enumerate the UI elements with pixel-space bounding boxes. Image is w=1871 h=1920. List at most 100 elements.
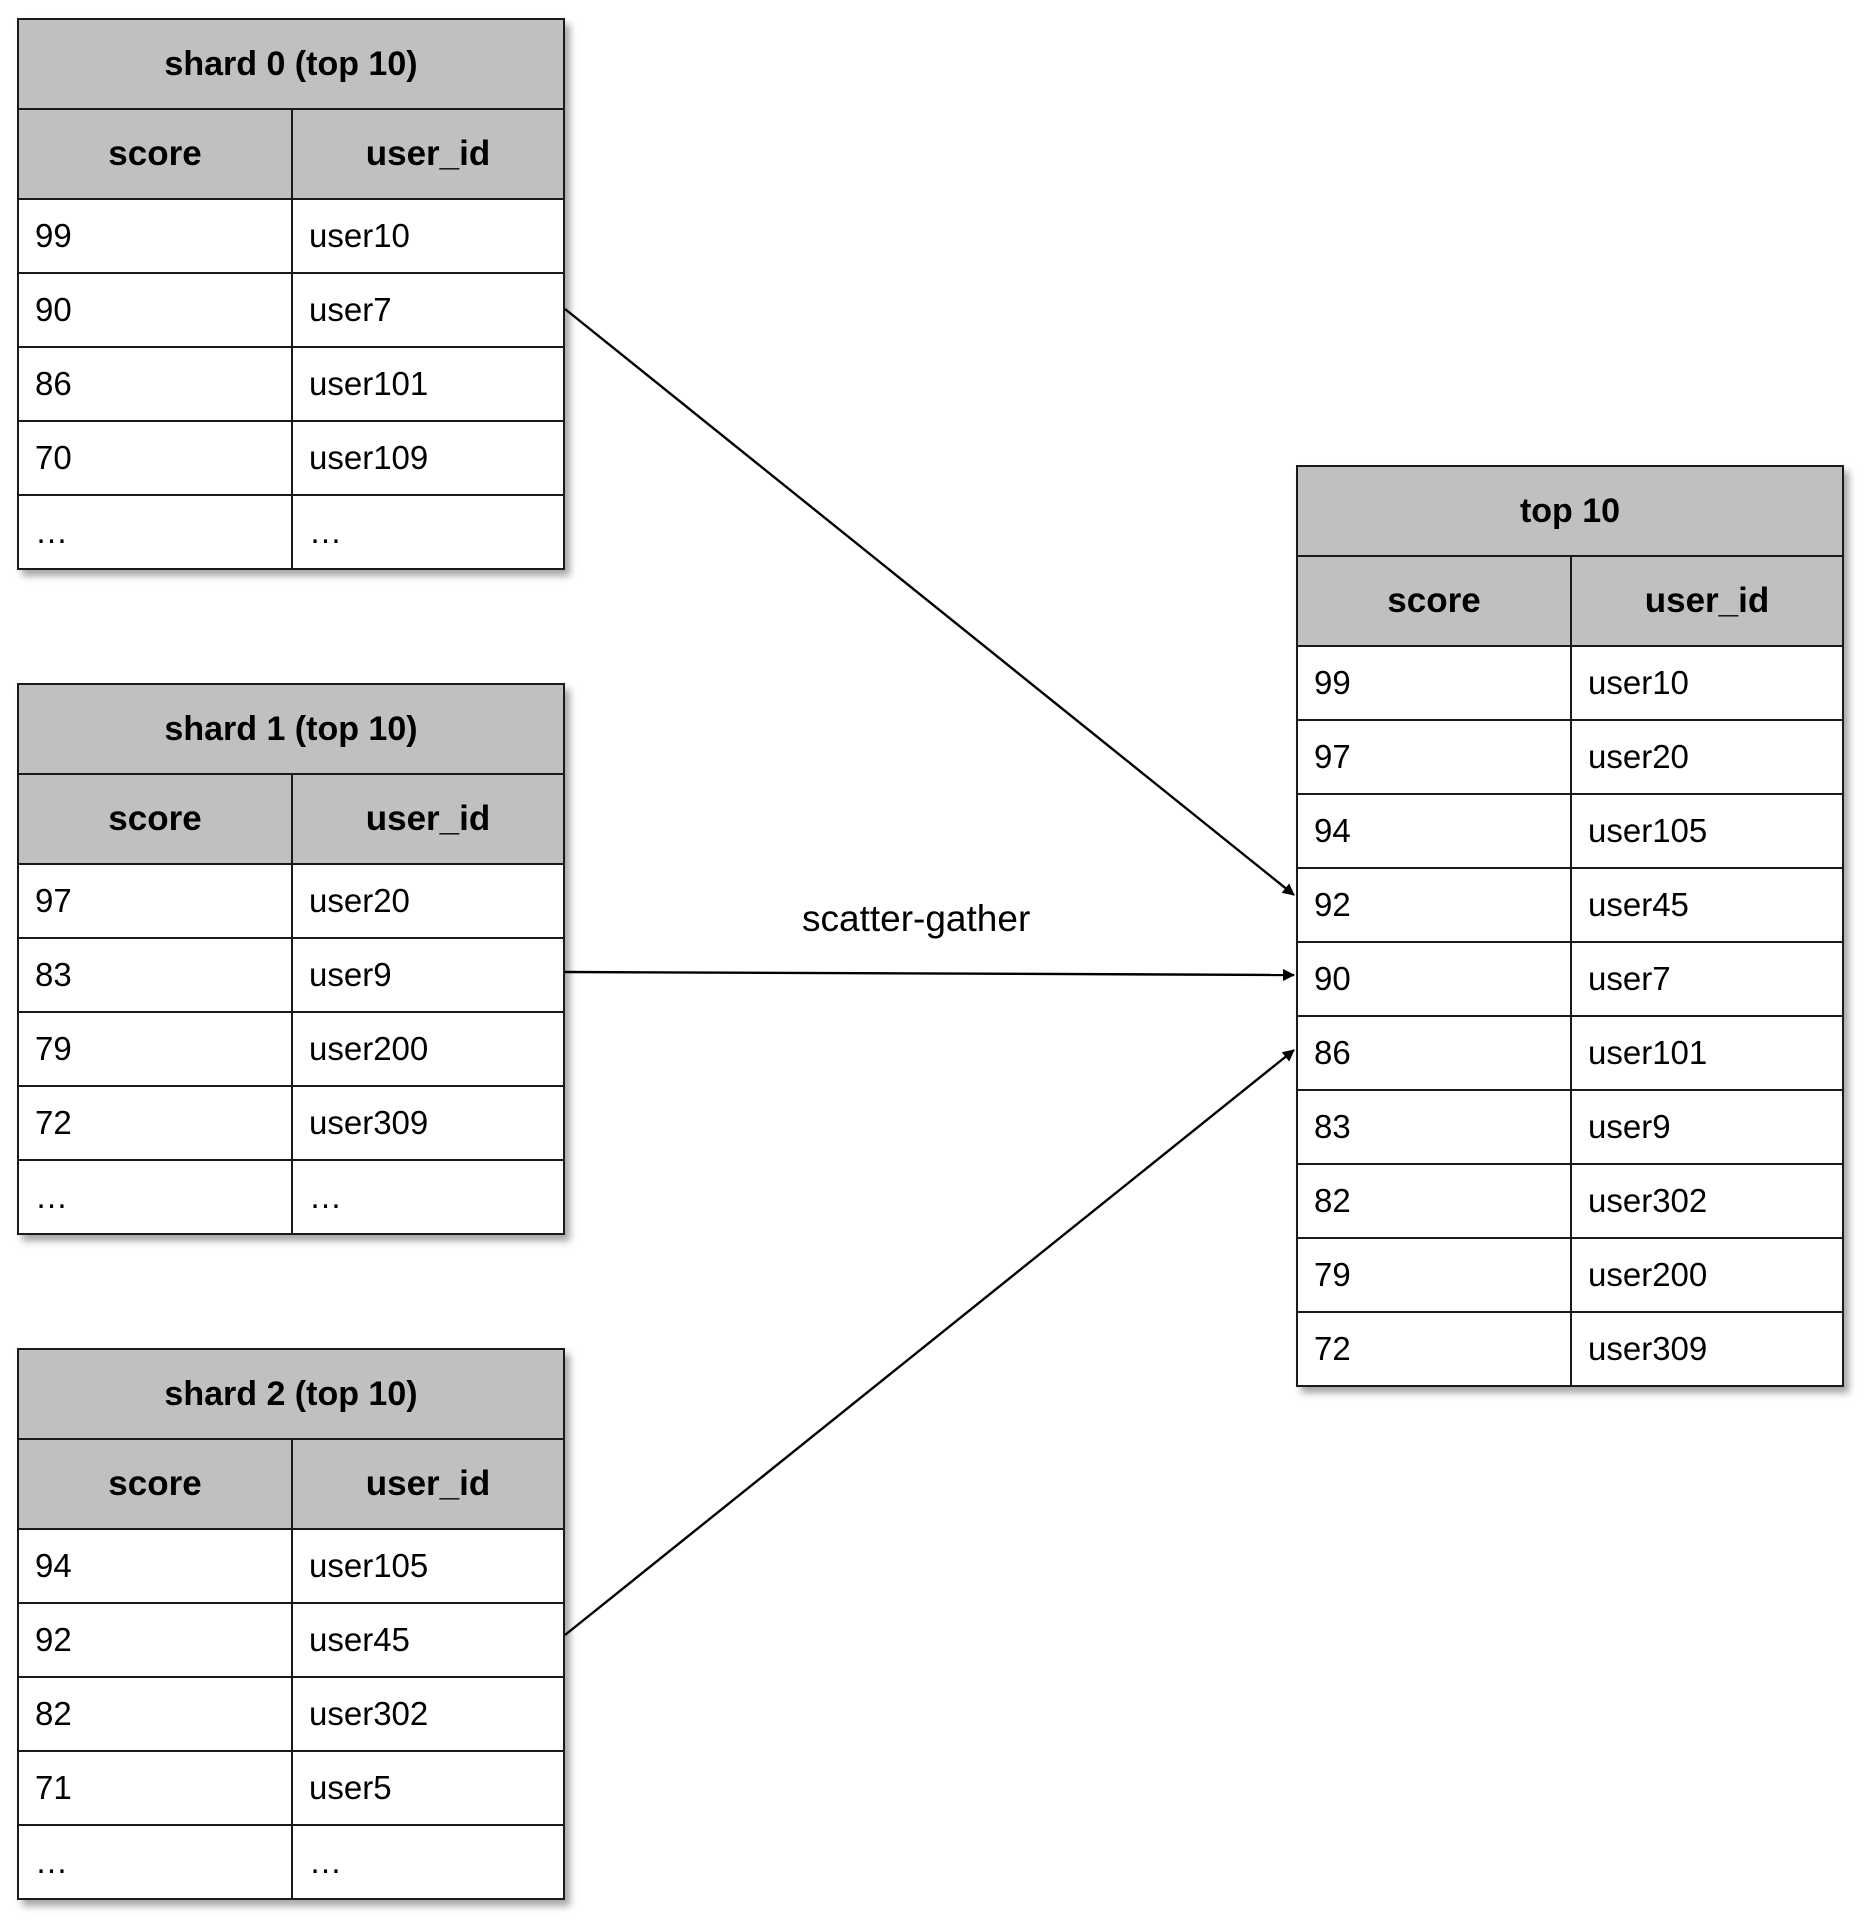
table-header-row: score user_id: [19, 110, 563, 200]
score-cell: 82: [1314, 1182, 1351, 1219]
table-row: 70 user109: [19, 422, 563, 496]
user-id-cell: user109: [291, 422, 563, 494]
user-id-cell: user9: [1570, 1091, 1842, 1163]
arrow-shard-0-to-top10: [564, 308, 1295, 896]
table-row: 86 user101: [19, 348, 563, 422]
user-id-cell: user101: [291, 348, 563, 420]
table-row: 82 user302: [1298, 1165, 1842, 1239]
score-cell: 83: [1314, 1108, 1351, 1145]
table-title: shard 2 (top 10): [19, 1350, 563, 1440]
column-header-score: score: [108, 799, 202, 838]
table-row: ……: [19, 1826, 563, 1898]
table-body: 99 user10 97 user20 94 user105 92 user45 90 user7…: [1298, 647, 1842, 1385]
top-10-table: top 10 score user_id 99 user10 97 user20 94 u…: [1296, 465, 1844, 1387]
table-row: 72 user309: [1298, 1313, 1842, 1385]
user-id-cell: …: [291, 1826, 563, 1898]
score-cell: 72: [1314, 1330, 1351, 1367]
user-id-cell: user20: [1570, 721, 1842, 793]
score-cell: 97: [1314, 738, 1351, 775]
user-id-cell: user45: [291, 1604, 563, 1676]
user-id-cell: user105: [291, 1530, 563, 1602]
table-header-row: score user_id: [19, 1440, 563, 1530]
score-cell: 71: [35, 1769, 72, 1806]
user-id-cell: user45: [1570, 869, 1842, 941]
table-row: 99 user10: [19, 200, 563, 274]
score-cell: 90: [35, 291, 72, 328]
column-header-user-id: user_id: [291, 110, 563, 198]
score-cell: 70: [35, 439, 72, 476]
user-id-cell: user7: [1570, 943, 1842, 1015]
table-row: 83 user9: [1298, 1091, 1842, 1165]
user-id-cell: user9: [291, 939, 563, 1011]
table-row: 71 user5: [19, 1752, 563, 1826]
arrow-shard-2-to-top10: [564, 1049, 1295, 1636]
user-id-cell: user10: [1570, 647, 1842, 719]
score-cell: 82: [35, 1695, 72, 1732]
score-cell: …: [35, 513, 68, 550]
table-row: 94 user105: [1298, 795, 1842, 869]
table-header-row: score user_id: [1298, 557, 1842, 647]
score-cell: 94: [1314, 812, 1351, 849]
score-cell: 92: [1314, 886, 1351, 923]
table-row: 97 user20: [1298, 721, 1842, 795]
scatter-gather-label: scatter-gather: [802, 898, 1031, 939]
user-id-cell: user309: [1570, 1313, 1842, 1385]
arrow-shard-1-to-top10: [564, 968, 1295, 981]
table-row: 79 user200: [1298, 1239, 1842, 1313]
table-row: 82 user302: [19, 1678, 563, 1752]
user-id-cell: user302: [291, 1678, 563, 1750]
column-header-score: score: [108, 1464, 202, 1503]
user-id-cell: user20: [291, 865, 563, 937]
score-cell: 86: [35, 365, 72, 402]
table-row: 72 user309: [19, 1087, 563, 1161]
table-row: 92 user45: [19, 1604, 563, 1678]
table-row: ……: [19, 1161, 563, 1233]
column-header-score: score: [108, 134, 202, 173]
score-cell: 92: [35, 1621, 72, 1658]
table-header-row: score user_id: [19, 775, 563, 865]
column-header-user-id: user_id: [1570, 557, 1842, 645]
user-id-cell: user10: [291, 200, 563, 272]
table-row: 94 user105: [19, 1530, 563, 1604]
score-cell: 79: [35, 1030, 72, 1067]
table-row: 79 user200: [19, 1013, 563, 1087]
column-header-user-id: user_id: [291, 1440, 563, 1528]
table-title: top 10: [1298, 467, 1842, 557]
table-row: 86 user101: [1298, 1017, 1842, 1091]
user-id-cell: user309: [291, 1087, 563, 1159]
user-id-cell: user105: [1570, 795, 1842, 867]
user-id-cell: user7: [291, 274, 563, 346]
column-header-score: score: [1387, 581, 1481, 620]
score-cell: 79: [1314, 1256, 1351, 1293]
table-title: shard 0 (top 10): [19, 20, 563, 110]
score-cell: 86: [1314, 1034, 1351, 1071]
user-id-cell: …: [291, 1161, 563, 1233]
score-cell: 90: [1314, 960, 1351, 997]
score-cell: …: [35, 1843, 68, 1880]
score-cell: 99: [1314, 664, 1351, 701]
table-row: 97 user20: [19, 865, 563, 939]
user-id-cell: …: [291, 496, 563, 568]
column-header-user-id: user_id: [291, 775, 563, 863]
table-row: 90 user7: [1298, 943, 1842, 1017]
user-id-cell: user200: [291, 1013, 563, 1085]
table-row: 99 user10: [1298, 647, 1842, 721]
table-row: ……: [19, 496, 563, 568]
table-row: 83 user9: [19, 939, 563, 1013]
score-cell: 99: [35, 217, 72, 254]
score-cell: 94: [35, 1547, 72, 1584]
table-body: 97 user20 83 user9 79 user200 72 user309……: [19, 865, 563, 1233]
table-row: 90 user7: [19, 274, 563, 348]
shard-2-table: shard 2 (top 10) score user_id 94 user105…: [17, 1348, 565, 1900]
user-id-cell: user5: [291, 1752, 563, 1824]
table-title: shard 1 (top 10): [19, 685, 563, 775]
score-cell: 97: [35, 882, 72, 919]
user-id-cell: user200: [1570, 1239, 1842, 1311]
user-id-cell: user101: [1570, 1017, 1842, 1089]
score-cell: 83: [35, 956, 72, 993]
score-cell: 72: [35, 1104, 72, 1141]
user-id-cell: user302: [1570, 1165, 1842, 1237]
